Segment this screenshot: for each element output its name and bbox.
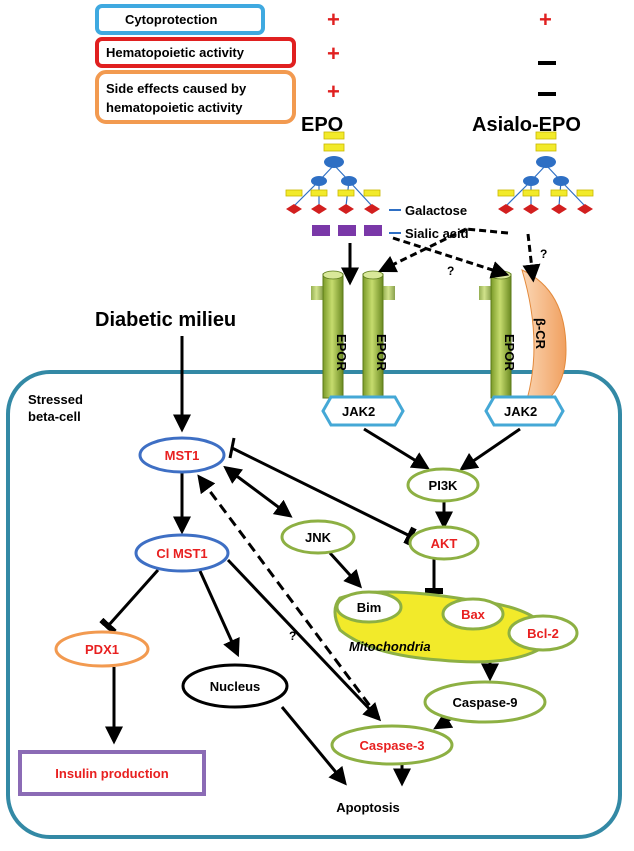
galactose-label: Galactose	[405, 203, 467, 218]
epor-receptor-3: EPOR	[479, 270, 517, 399]
node-caspase3	[330, 724, 454, 766]
unknown-mark-nucleus: ?	[289, 629, 296, 643]
node-mst1	[138, 436, 226, 474]
node-jnk	[280, 519, 356, 555]
jak2-left	[321, 395, 405, 427]
arrow-caspase3-to-mst1	[197, 474, 381, 719]
inhibit-akt-mst1-link	[231, 446, 417, 546]
galactose-marks	[286, 204, 380, 214]
arrow-jnk-to-bim	[328, 551, 363, 589]
inhibit-bar-mst1	[228, 437, 236, 459]
node-caspase3-label: Caspase-3	[359, 738, 424, 753]
node-pi3k	[406, 467, 480, 503]
arrow-asialo-to-bcr	[522, 233, 541, 283]
epo-glycan-tree	[285, 131, 382, 236]
sialic-acid-label: Sialic acid	[405, 226, 469, 241]
epor-label-1: EPOR	[334, 334, 349, 371]
arrow-asialo-branch	[465, 227, 509, 235]
node-akt	[408, 525, 480, 561]
node-bim	[335, 590, 403, 624]
bcr-label: β-CR	[533, 318, 548, 350]
arrow-clmst1-to-caspase3	[226, 558, 382, 722]
epor-label-2: EPOR	[374, 334, 389, 371]
insulin-production-label: Insulin production	[55, 766, 168, 781]
asialo-side-effects-minus	[538, 92, 556, 96]
legend: Cytoprotection Hematopoietic activity Si…	[95, 4, 556, 124]
beta-common-receptor: β-CR	[521, 269, 567, 416]
node-cl-mst1	[134, 533, 230, 573]
epor-receptor-2: EPOR	[362, 270, 395, 399]
node-bax	[441, 597, 505, 631]
cell-label-1: Stressed	[28, 392, 83, 407]
legend-side-effects-box	[95, 70, 296, 124]
diabetic-milieu-label: Diabetic milieu	[95, 309, 236, 331]
asialo-cytoprotection-sign: +	[539, 7, 552, 32]
epo-hematopoietic-sign: +	[327, 41, 340, 66]
legend-cytoprotection-label: Cytoprotection	[125, 12, 218, 27]
node-bim-label: Bim	[357, 600, 382, 615]
arrow-jak2r-to-pi3k	[459, 427, 521, 471]
jak2-right	[484, 395, 565, 427]
node-cl-mst1-label: Cl MST1	[156, 546, 207, 561]
node-nucleus-label: Nucleus	[210, 679, 261, 694]
jak2-left-label: JAK2	[342, 404, 375, 419]
insulin-production-box	[18, 750, 206, 796]
asialo-epo-label: Asialo-EPO	[472, 114, 581, 136]
mitochondria-label: Mitochondria	[349, 639, 431, 654]
jak2-right-label: JAK2	[504, 404, 537, 419]
node-pi3k-label: PI3K	[429, 478, 459, 493]
sialic-acid-marks	[312, 225, 382, 236]
node-caspase9	[423, 680, 547, 724]
arrow-mst1-jnk	[223, 465, 293, 518]
legend-side-effects-label-1: Side effects caused by	[106, 81, 247, 96]
asialo-glycan-tree	[497, 131, 594, 214]
node-bax-label: Bax	[461, 607, 486, 622]
epor-label-3: EPOR	[502, 334, 517, 371]
node-jnk-label: JNK	[305, 530, 332, 545]
arrow-jak2l-to-pi3k	[363, 427, 430, 470]
node-pdx1-label: PDX1	[85, 642, 119, 657]
unknown-mark-crossing: ?	[447, 264, 454, 278]
arrow-clmst1-to-nucleus	[198, 570, 240, 658]
legend-cytoprotection-box	[95, 4, 265, 35]
epo-label: EPO	[301, 114, 343, 136]
legend-hematopoietic-box	[95, 37, 296, 68]
node-akt-label: AKT	[431, 536, 458, 551]
node-caspase9-label: Caspase-9	[452, 695, 517, 710]
epo-cytoprotection-sign: +	[327, 7, 340, 32]
arrow-nucleus-to-apoptosis	[280, 706, 347, 786]
epor-receptor-1: EPOR	[311, 270, 349, 399]
node-bcl2	[507, 614, 579, 652]
asialo-hematopoietic-minus	[538, 61, 556, 65]
legend-hematopoietic-label: Hematopoietic activity	[106, 45, 245, 60]
epo-side-effects-sign: +	[327, 79, 340, 104]
legend-side-effects-label-2: hematopoietic activity	[106, 100, 243, 115]
node-pdx1	[54, 630, 150, 668]
arrow-epo-to-bcr	[392, 236, 510, 279]
cell-membrane	[6, 370, 622, 839]
inhibit-clmst1-to-pdx1	[99, 569, 160, 635]
node-bcl2-label: Bcl-2	[527, 626, 559, 641]
node-nucleus	[181, 663, 289, 709]
unknown-mark-bcr: ?	[540, 247, 547, 261]
cell-label-2: beta-cell	[28, 409, 81, 424]
node-mst1-label: MST1	[165, 448, 200, 463]
apoptosis-label: Apoptosis	[336, 800, 400, 815]
